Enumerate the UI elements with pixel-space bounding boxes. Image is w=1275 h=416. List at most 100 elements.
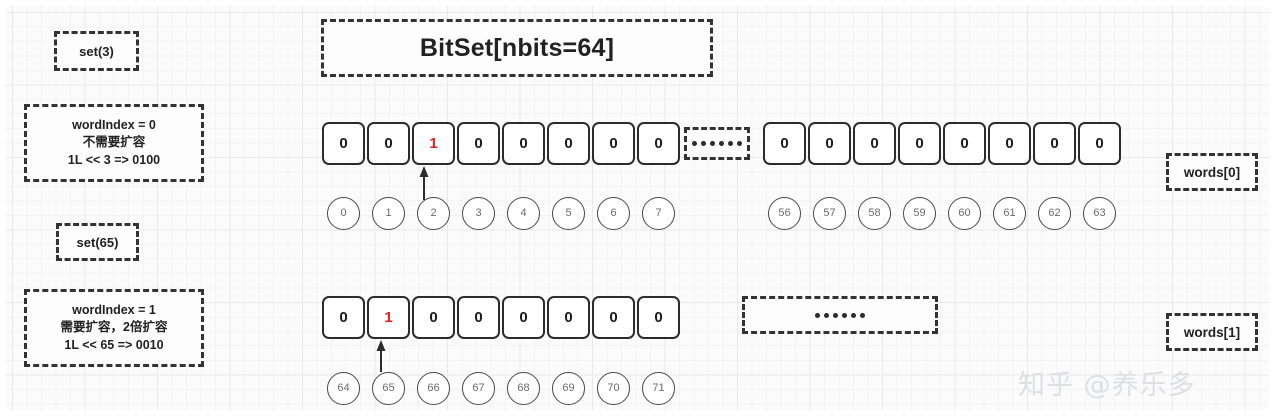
bit-index-word0-right-62: 62 [1033,196,1076,230]
bit-cell-word0-right-4: 0 [943,122,986,165]
ellipsis-dot [710,141,715,146]
bit-cell-word0-right-7: 0 [1078,122,1121,165]
bit-index-word1-left-65: 65 [367,371,410,405]
bit-index-word0-left-7: 7 [637,196,680,230]
bit-cell-word0-right-2: 0 [853,122,896,165]
note-set3-label: set(3) [79,43,114,59]
bit-cell-word1-left-0: 0 [322,296,365,339]
bit-cell-word0-right-5: 0 [988,122,1031,165]
note-set65-label: set(65) [76,234,119,250]
bit-cell-word0-left-1: 0 [367,122,410,165]
bit-index-word1-left-70: 70 [592,371,635,405]
bit-cell-word0-left-4: 0 [502,122,545,165]
bit-index-label: 2 [417,196,450,230]
bit-cell-word1-left-3: 0 [457,296,500,339]
note-set3: set(3) [54,31,139,71]
bit-index-word0-right-59: 59 [898,196,941,230]
bit-index-label: 65 [372,371,405,405]
ellipsis-dot [842,312,847,318]
bit-cell-word1-left-2: 0 [412,296,455,339]
bit-cell-word0-right-0: 0 [763,122,806,165]
ellipsis-box-top [684,127,750,160]
pointer-arrow-bit65 [376,340,386,372]
bit-cell-word0-left-0: 0 [322,122,365,165]
note-wordindex-1-text: wordIndex = 1 需要扩容，2倍扩容 1L << 65 => 0010 [60,303,168,352]
diagram-title: BitSet[nbits=64] [321,19,713,77]
bit-index-word1-left-69: 69 [547,371,590,405]
bit-index-label: 61 [993,196,1026,230]
bit-index-label: 71 [642,371,675,405]
bit-index-word0-right-63: 63 [1078,196,1121,230]
ellipsis-dot [728,141,733,146]
bit-index-row-word0-right: 56 57 58 59 60 61 62 63 [763,196,1121,230]
bit-cell-word0-left-2: 1 [412,122,455,165]
bit-cell-word0-left-6: 0 [592,122,635,165]
label-words-0: words[0] [1166,153,1258,191]
ellipsis-dot [692,141,697,146]
ellipsis-dot [824,312,829,318]
label-words-0-text: words[0] [1183,164,1241,180]
bit-index-label: 67 [462,371,495,405]
bit-index-word0-right-61: 61 [988,196,1031,230]
bit-index-label: 57 [813,196,846,230]
bit-index-label: 7 [642,196,675,230]
bit-cell-word1-left-5: 0 [547,296,590,339]
bit-index-word1-left-64: 64 [322,371,365,405]
bit-index-word1-left-67: 67 [457,371,500,405]
bit-cell-word0-left-7: 0 [637,122,680,165]
bit-index-label: 68 [507,371,540,405]
note-wordindex-0: wordIndex = 0 不需要扩容 1L << 3 => 0100 [24,104,204,182]
ellipsis-dot [860,312,865,318]
bit-index-word0-right-60: 60 [943,196,986,230]
bit-cell-word1-left-6: 0 [592,296,635,339]
ellipsis-dot [719,141,724,146]
bit-index-word1-left-71: 71 [637,371,680,405]
bit-index-label: 5 [552,196,585,230]
bit-index-label: 60 [948,196,981,230]
bit-cell-word0-left-5: 0 [547,122,590,165]
bit-index-word0-right-58: 58 [853,196,896,230]
bit-index-label: 56 [768,196,801,230]
bit-cell-word1-left-7: 0 [637,296,680,339]
note-set65: set(65) [56,223,139,261]
bit-index-word0-left-0: 0 [322,196,365,230]
bit-index-label: 62 [1038,196,1071,230]
bit-index-label: 59 [903,196,936,230]
bit-cell-word1-left-1: 1 [367,296,410,339]
watermark: 知乎 @养乐多 [1018,370,1196,401]
diagram-title-label: BitSet[nbits=64] [419,33,615,62]
bit-index-word0-left-1: 1 [367,196,410,230]
ellipsis-dot [851,312,856,318]
bit-index-word1-left-66: 66 [412,371,455,405]
bit-cell-word0-right-6: 0 [1033,122,1076,165]
ellipsis-dot [833,312,838,318]
ellipsis-dot [701,141,706,146]
bit-index-word0-left-6: 6 [592,196,635,230]
label-words-1-text: words[1] [1183,324,1241,340]
note-wordindex-0-text: wordIndex = 0 不需要扩容 1L << 3 => 0100 [67,118,161,167]
ellipsis-dot [737,141,742,146]
note-wordindex-1: wordIndex = 1 需要扩容，2倍扩容 1L << 65 => 0010 [24,289,204,367]
bit-index-word0-left-3: 3 [457,196,500,230]
bit-index-label: 0 [327,196,360,230]
bit-index-label: 4 [507,196,540,230]
bit-cell-word1-left-4: 0 [502,296,545,339]
bit-index-word0-left-4: 4 [502,196,545,230]
bit-cell-word0-right-3: 0 [898,122,941,165]
ellipsis-dot [815,312,820,318]
bit-index-label: 66 [417,371,450,405]
bit-index-label: 70 [597,371,630,405]
bit-index-label: 69 [552,371,585,405]
bit-cell-word0-left-3: 0 [457,122,500,165]
bit-index-label: 63 [1083,196,1116,230]
ellipsis-box-bottom [742,296,938,334]
bit-index-label: 6 [597,196,630,230]
bit-index-label: 58 [858,196,891,230]
pointer-arrow-bit2 [419,166,429,200]
